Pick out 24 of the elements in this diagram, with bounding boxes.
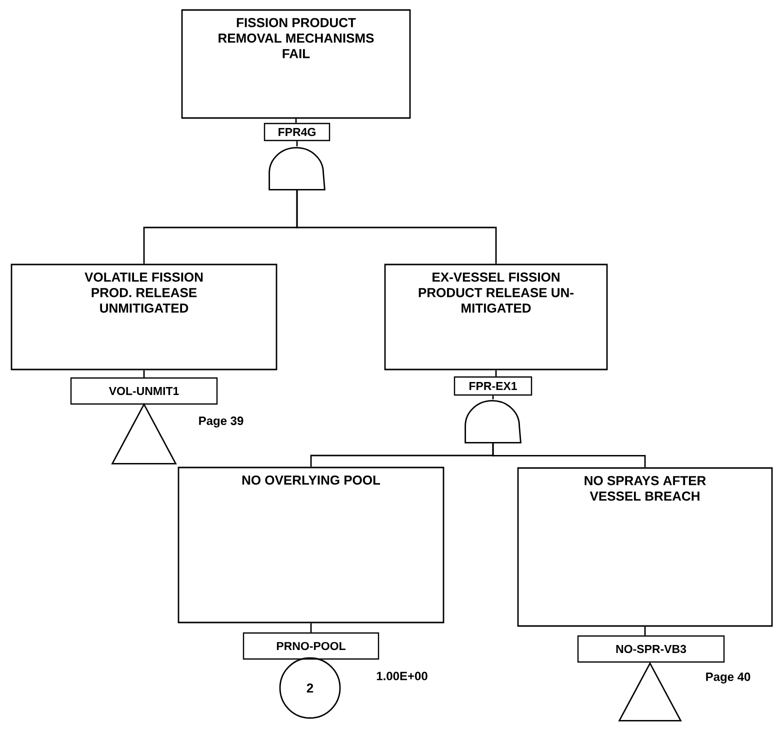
- connector-line: [143, 370, 145, 378]
- connector-line: [492, 442, 646, 468]
- connector-line: [295, 118, 297, 123]
- connector-line: [296, 190, 497, 264]
- page-reference: Page 39: [199, 416, 244, 428]
- and-gate: [268, 147, 326, 190]
- connector-line: [495, 370, 497, 376]
- connector-line: [492, 396, 494, 400]
- gate-label: NO-SPR-VB3: [577, 635, 725, 663]
- gate-label: FPR4G: [264, 122, 330, 142]
- event-box: NO SPRAYS AFTER VESSEL BREACH: [517, 467, 773, 627]
- probability-value: 1.00E+00: [376, 672, 428, 680]
- gate-label: FPR-EX1: [454, 376, 532, 396]
- gate-label: PRNO-POOL: [242, 632, 380, 660]
- event-box: FISSION PRODUCT REMOVAL MECHANISMS FAIL: [181, 9, 411, 119]
- connector-line: [644, 626, 646, 636]
- connector-line: [296, 141, 298, 146]
- gate-label: VOL-UNMIT1: [70, 377, 218, 405]
- connector-line: [310, 623, 312, 632]
- event-box: VOLATILE FISSION PROD. RELEASE UNMITIGATED: [10, 264, 278, 370]
- event-box: NO OVERLYING POOL: [178, 466, 444, 624]
- page-reference: Page 40: [706, 672, 750, 684]
- and-gate: [464, 400, 522, 444]
- event-box: EX-VESSEL FISSION PRODUCT RELEASE UN- MITIGATED: [384, 264, 608, 370]
